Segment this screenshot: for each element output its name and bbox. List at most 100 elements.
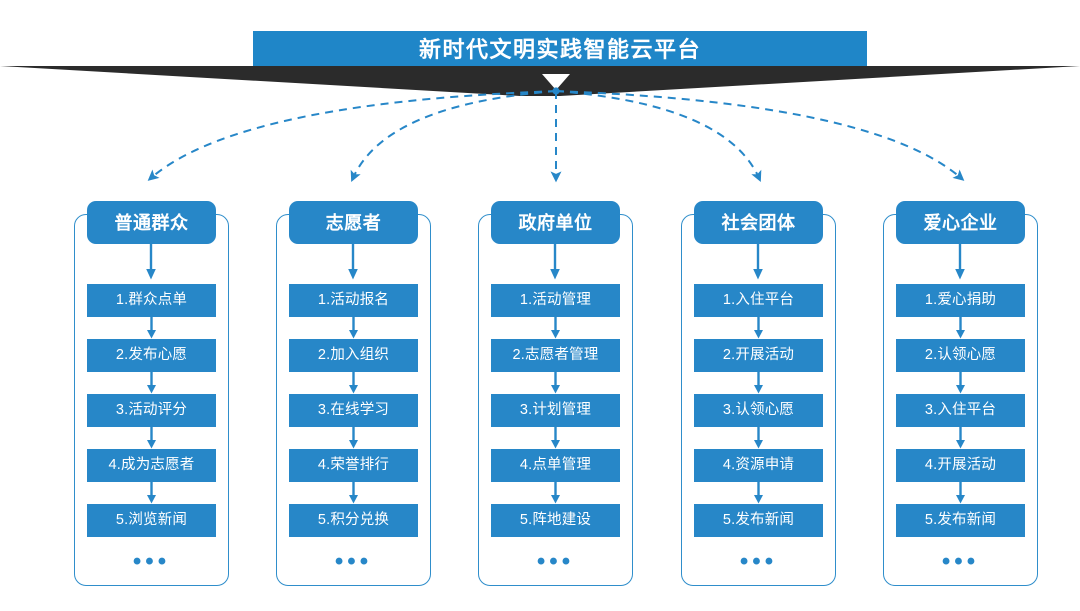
column-header-label: 普通群众 — [114, 212, 189, 233]
step-arrow-icon — [348, 317, 358, 339]
step-arrow-icon — [146, 317, 156, 339]
step-item[interactable]: 5.浏览新闻 — [87, 504, 216, 537]
step-item[interactable]: 3.在线学习 — [289, 394, 418, 427]
role-column-2: 志愿者 1.活动报名 2.加入组织 — [276, 201, 431, 586]
step-item-label: 5.阵地建设 — [519, 512, 592, 529]
step-item-label: 5.发布新闻 — [924, 512, 997, 529]
more-items-ellipsis: ••• — [739, 548, 778, 575]
step-item[interactable]: 2.发布心愿 — [87, 339, 216, 372]
platform-banner: 新时代文明实践智能云平台 — [0, 0, 1080, 100]
column-body: 1.爱心捐助 2.认领心愿 3.入住平台 — [883, 244, 1038, 586]
step-item[interactable]: 4.点单管理 — [491, 449, 620, 482]
more-items-ellipsis: ••• — [536, 548, 575, 575]
step-item-label: 4.开展活动 — [924, 457, 997, 474]
step-item-label: 2.开展活动 — [722, 347, 795, 364]
platform-title-bar: 新时代文明实践智能云平台 — [253, 31, 867, 68]
step-item-label: 5.发布新闻 — [722, 512, 795, 529]
step-arrow-icon — [955, 317, 965, 339]
step-arrow-icon — [955, 482, 965, 504]
step-item[interactable]: 1.爱心捐助 — [896, 284, 1025, 317]
step-arrow-icon — [753, 317, 763, 339]
column-header-label: 政府单位 — [518, 212, 593, 233]
step-item-label: 3.在线学习 — [317, 402, 390, 419]
role-column-3: 政府单位 1.活动管理 2.志愿者管理 — [478, 201, 633, 586]
step-item[interactable]: 2.开展活动 — [694, 339, 823, 372]
step-arrow-icon — [146, 372, 156, 394]
step-item-label: 5.积分兑换 — [317, 512, 390, 529]
more-items-ellipsis: ••• — [941, 548, 980, 575]
lead-arrow-icon — [753, 244, 763, 280]
lead-arrow-icon — [955, 244, 965, 280]
lead-arrow-icon — [550, 244, 560, 280]
step-arrow-icon — [550, 372, 560, 394]
column-header-1[interactable]: 普通群众 — [87, 201, 216, 244]
step-item[interactable]: 3.计划管理 — [491, 394, 620, 427]
step-item[interactable]: 5.积分兑换 — [289, 504, 418, 537]
more-items-ellipsis: ••• — [132, 548, 171, 575]
step-item-label: 3.计划管理 — [519, 402, 592, 419]
step-arrow-icon — [146, 427, 156, 449]
lead-arrow-icon — [348, 244, 358, 280]
step-arrow-icon — [348, 372, 358, 394]
column-header-4[interactable]: 社会团体 — [694, 201, 823, 244]
step-item[interactable]: 3.认领心愿 — [694, 394, 823, 427]
step-item[interactable]: 1.群众点单 — [87, 284, 216, 317]
step-arrow-icon — [550, 317, 560, 339]
column-header-label: 志愿者 — [325, 212, 382, 233]
step-item-label: 1.入住平台 — [722, 292, 795, 309]
step-arrow-icon — [348, 427, 358, 449]
step-item-label: 5.浏览新闻 — [115, 512, 188, 529]
step-item[interactable]: 4.资源申请 — [694, 449, 823, 482]
step-arrow-icon — [753, 427, 763, 449]
step-arrow-icon — [348, 482, 358, 504]
step-arrow-icon — [550, 482, 560, 504]
column-body: 1.活动管理 2.志愿者管理 3.计划管理 — [478, 244, 633, 586]
lead-arrow-icon — [146, 244, 156, 280]
role-column-1: 普通群众 1.群众点单 2.发布心愿 — [74, 201, 229, 586]
step-item[interactable]: 1.入住平台 — [694, 284, 823, 317]
step-arrow-icon — [955, 427, 965, 449]
step-item[interactable]: 4.荣誉排行 — [289, 449, 418, 482]
column-header-label: 社会团体 — [721, 212, 796, 233]
step-item[interactable]: 4.成为志愿者 — [87, 449, 216, 482]
step-item-label: 2.加入组织 — [317, 347, 390, 364]
step-item-label: 4.成为志愿者 — [108, 457, 195, 474]
step-arrow-icon — [753, 372, 763, 394]
step-item-label: 1.爱心捐助 — [924, 292, 997, 309]
page-title: 新时代文明实践智能云平台 — [418, 36, 701, 62]
step-item[interactable]: 3.活动评分 — [87, 394, 216, 427]
column-body: 1.群众点单 2.发布心愿 3.活动评分 — [74, 244, 229, 586]
step-item[interactable]: 5.阵地建设 — [491, 504, 620, 537]
step-item[interactable]: 2.认领心愿 — [896, 339, 1025, 372]
step-item-label: 4.荣誉排行 — [317, 457, 390, 474]
step-item-label: 1.活动管理 — [519, 292, 592, 309]
step-item-label: 3.入住平台 — [924, 402, 997, 419]
column-header-5[interactable]: 爱心企业 — [896, 201, 1025, 244]
step-item[interactable]: 5.发布新闻 — [694, 504, 823, 537]
column-header-2[interactable]: 志愿者 — [289, 201, 418, 244]
step-item[interactable]: 1.活动管理 — [491, 284, 620, 317]
step-item-label: 3.活动评分 — [115, 402, 188, 419]
banner-ribbon — [0, 66, 1080, 96]
step-arrow-icon — [550, 427, 560, 449]
step-item[interactable]: 5.发布新闻 — [896, 504, 1025, 537]
step-item-label: 2.志愿者管理 — [512, 347, 599, 364]
step-item[interactable]: 4.开展活动 — [896, 449, 1025, 482]
step-item[interactable]: 2.志愿者管理 — [491, 339, 620, 372]
step-item-label: 4.资源申请 — [722, 457, 795, 474]
step-item[interactable]: 3.入住平台 — [896, 394, 1025, 427]
role-column-5: 爱心企业 1.爱心捐助 2.认领心愿 — [883, 201, 1038, 586]
step-item-label: 4.点单管理 — [519, 457, 592, 474]
column-header-3[interactable]: 政府单位 — [491, 201, 620, 244]
step-item-label: 2.发布心愿 — [115, 347, 188, 364]
more-items-ellipsis: ••• — [334, 548, 373, 575]
step-item[interactable]: 2.加入组织 — [289, 339, 418, 372]
step-item-label: 1.活动报名 — [317, 292, 390, 309]
column-body: 1.入住平台 2.开展活动 3.认领心愿 — [681, 244, 836, 586]
column-body: 1.活动报名 2.加入组织 3.在线学习 — [276, 244, 431, 586]
step-item-label: 2.认领心愿 — [924, 347, 997, 364]
step-item[interactable]: 1.活动报名 — [289, 284, 418, 317]
step-item-label: 1.群众点单 — [115, 292, 188, 309]
